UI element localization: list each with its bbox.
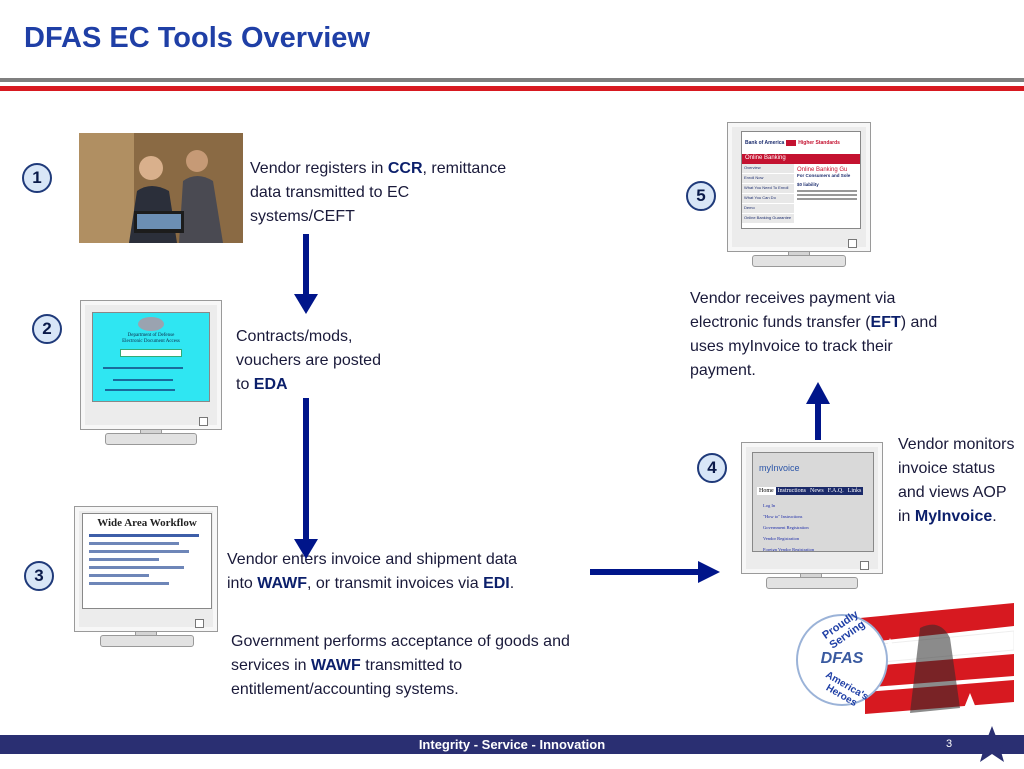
star-icon xyxy=(972,724,1012,764)
proudly-serving-badge: Proudly Serving DFAS America's Heroes xyxy=(790,598,1014,728)
footer-tagline: Integrity - Service - Innovation xyxy=(0,737,1024,752)
page-number: 3 xyxy=(946,738,952,750)
